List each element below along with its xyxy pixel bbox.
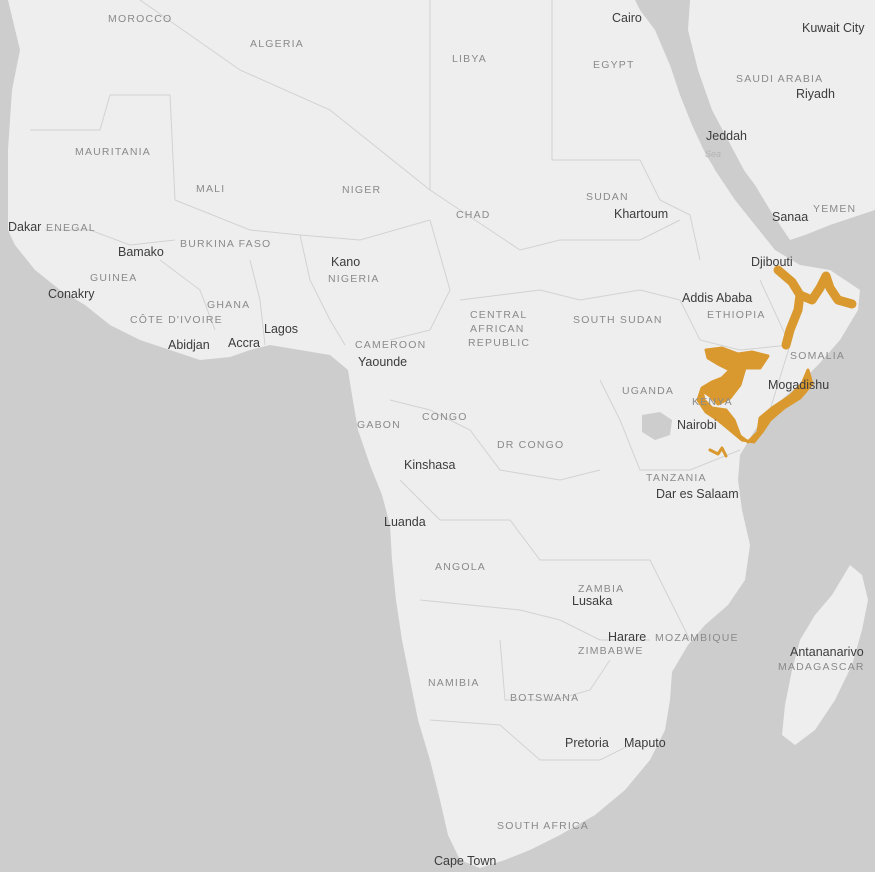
country-label-uganda: UGANDA	[622, 385, 674, 397]
city-label-abidjan: Abidjan	[168, 338, 210, 352]
highlight-north-arm	[795, 271, 857, 309]
city-label-kano: Kano	[331, 255, 360, 269]
city-label-pretoria: Pretoria	[565, 736, 609, 750]
city-label-sanaa: Sanaa	[772, 210, 808, 224]
country-label-central-african-republic: CENTRAL	[470, 309, 527, 321]
city-label-kuwait-city: Kuwait City	[802, 21, 865, 35]
country-label-cameroon: CAMEROON	[355, 339, 426, 351]
city-label-conakry: Conakry	[48, 287, 95, 301]
country-label-niger: NIGER	[342, 184, 381, 196]
city-label-yaounde: Yaounde	[358, 355, 407, 369]
africa-landmass	[8, 0, 860, 868]
city-label-bamako: Bamako	[118, 245, 164, 259]
country-label-mauritania: MAURITANIA	[75, 146, 151, 158]
country-label-ethiopia: ETHIOPIA	[707, 309, 766, 321]
arabian-peninsula	[685, 0, 875, 240]
country-label-mozambique: MOZAMBIQUE	[655, 632, 739, 644]
country-label-morocco: MOROCCO	[108, 13, 172, 25]
city-label-cairo: Cairo	[612, 11, 642, 25]
country-label-guinea: GUINEA	[90, 272, 137, 284]
city-label-jeddah: Jeddah	[706, 129, 747, 143]
city-label-harare: Harare	[608, 630, 646, 644]
city-labels: Cairo Kuwait City Riyadh Jeddah Khartoum…	[8, 11, 865, 868]
city-label-nairobi: Nairobi	[677, 418, 717, 432]
city-label-lagos: Lagos	[264, 322, 298, 336]
country-label-namibia: NAMIBIA	[428, 677, 480, 689]
city-label-dar-es-salaam: Dar es Salaam	[656, 487, 739, 501]
country-label-somalia: SOMALIA	[790, 350, 845, 362]
country-label-botswana: BOTSWANA	[510, 692, 579, 704]
country-label-ghana: GHANA	[207, 299, 250, 311]
city-label-khartoum: Khartoum	[614, 207, 668, 221]
country-label-angola: ANGOLA	[435, 561, 486, 573]
country-label-congo: CONGO	[422, 411, 468, 423]
country-label-tanzania: TANZANIA	[646, 472, 707, 484]
country-label-central-african-republic: REPUBLIC	[468, 337, 530, 349]
city-label-lusaka: Lusaka	[572, 594, 612, 608]
highlight-small-patch	[708, 446, 728, 458]
highlighted-range	[696, 265, 857, 458]
highlight-north-segment	[773, 265, 805, 350]
country-label-yemen: YEMEN	[813, 203, 856, 215]
country-label-kenya: KENYA	[692, 396, 733, 408]
country-label-saudi-arabia: SAUDI ARABIA	[736, 73, 823, 85]
country-label-egypt: EGYPT	[593, 59, 635, 71]
country-label-algeria: ALGERIA	[250, 38, 304, 50]
country-label-nigeria: NIGERIA	[328, 273, 380, 285]
city-label-antananarivo: Antananarivo	[790, 645, 864, 659]
country-label-sudan: SUDAN	[586, 191, 629, 203]
country-label-chad: CHAD	[456, 209, 491, 221]
sea-label-red-sea: Sea	[705, 149, 721, 159]
city-label-cape-town: Cape Town	[434, 854, 496, 868]
city-label-accra: Accra	[228, 336, 260, 350]
country-label-zimbabwe: ZIMBABWE	[578, 645, 644, 657]
city-label-riyadh: Riyadh	[796, 87, 835, 101]
city-label-djibouti: Djibouti	[751, 255, 793, 269]
city-label-mogadishu: Mogadishu	[768, 378, 829, 392]
city-label-luanda: Luanda	[384, 515, 426, 529]
city-label-maputo: Maputo	[624, 736, 666, 750]
country-label-dr-congo: DR CONGO	[497, 439, 564, 451]
country-label-burkina-faso: BURKINA FASO	[180, 238, 271, 250]
country-label-central-african-republic: AFRICAN	[470, 323, 525, 335]
red-sea	[660, 0, 790, 245]
city-label-kinshasa: Kinshasa	[404, 458, 455, 472]
country-label-cote-divoire: CÔTE D'IVOIRE	[130, 313, 223, 326]
gulf-of-aden	[780, 224, 875, 268]
country-label-south-africa: SOUTH AFRICA	[497, 820, 589, 832]
madagascar-landmass	[782, 565, 868, 745]
highlight-south-blob	[696, 346, 814, 444]
country-label-gabon: GABON	[357, 419, 401, 431]
country-label-libya: LIBYA	[452, 53, 487, 65]
country-labels: MOROCCO ALGERIA LIBYA EGYPT SAUDI ARABIA…	[46, 13, 865, 832]
country-label-zambia: ZAMBIA	[578, 583, 624, 595]
country-label-senegal: ENEGAL	[46, 222, 96, 234]
city-label-dakar: Dakar	[8, 220, 41, 234]
country-label-madagascar: MADAGASCAR	[778, 661, 865, 673]
city-label-addis-ababa: Addis Ababa	[682, 291, 752, 305]
lake-victoria	[642, 412, 672, 440]
country-label-mali: MALI	[196, 183, 225, 195]
country-label-south-sudan: SOUTH SUDAN	[573, 314, 663, 326]
